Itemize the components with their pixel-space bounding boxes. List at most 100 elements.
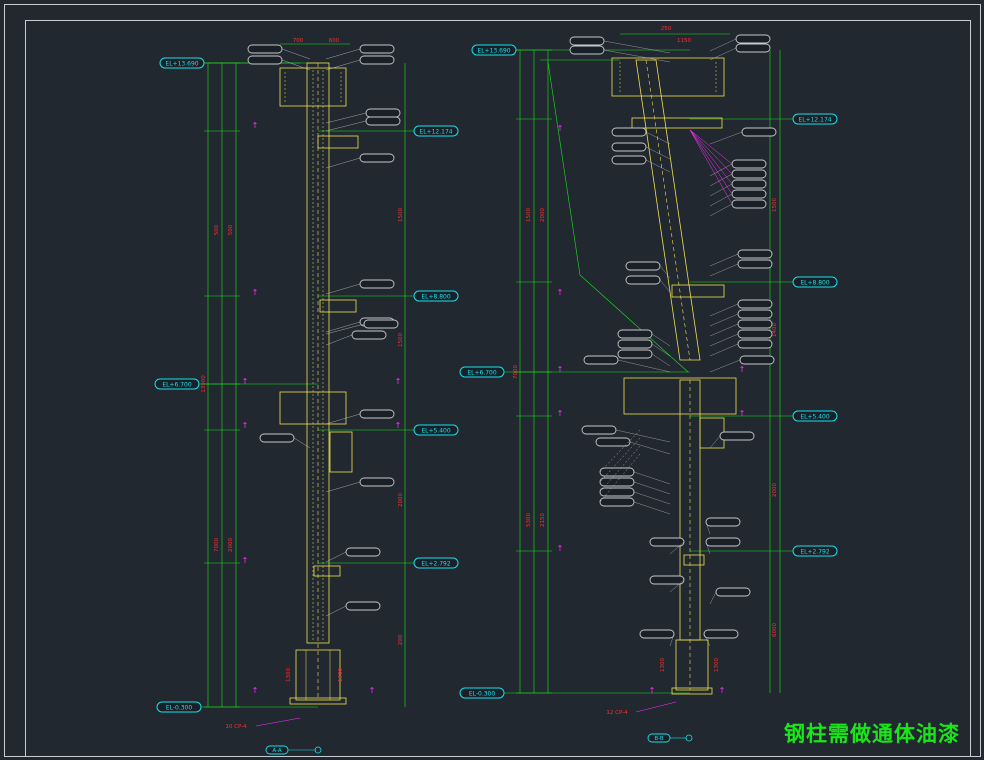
elevation-tag-5-text: EL+2.792 — [421, 560, 451, 567]
r-leader-26 — [651, 353, 671, 367]
leader-11 — [325, 413, 361, 425]
r-part-label-16 — [737, 259, 773, 269]
bracket-2792 — [313, 565, 341, 577]
r-part-label-22 — [739, 355, 775, 365]
r-part-label-27 — [581, 425, 617, 435]
dim-text-1: 600 — [329, 38, 340, 44]
part-label-10 — [259, 433, 295, 443]
r-leader-2 — [709, 38, 737, 52]
r-anchor-leader — [635, 701, 677, 713]
part-label-4 — [365, 108, 401, 118]
dim-text-v8: 200 — [398, 634, 404, 645]
r-leader-20 — [709, 333, 739, 347]
r-leader-16 — [709, 263, 739, 277]
r-section-mark-2: ↑ — [557, 365, 564, 374]
r-leader-24 — [651, 333, 671, 347]
leader-13 — [325, 551, 347, 563]
r-leader-37 — [669, 579, 685, 593]
r-leader-3 — [709, 47, 737, 61]
r-part-label-40 — [703, 629, 739, 639]
r-dim-text-v7: 2000 — [772, 483, 778, 497]
r-magenta-leader-2 — [689, 129, 733, 185]
elevation-tag-3-text: EL+6.700 — [162, 381, 192, 388]
r-part-label-14 — [625, 275, 661, 285]
inclined-centerline — [645, 59, 691, 361]
part-label-1 — [247, 55, 283, 65]
r-leader-22 — [709, 359, 741, 373]
leader-5 — [325, 120, 367, 132]
anchor-callout: 10 CP-4 — [225, 724, 247, 730]
r-dim-text-v10: 1300 — [714, 658, 720, 672]
leader-15 — [325, 323, 365, 335]
mid-bracket-lower — [329, 431, 353, 473]
r-leader-1 — [603, 49, 671, 63]
bracket-2792 — [683, 554, 705, 566]
r-part-label-4 — [611, 127, 647, 137]
dim-text-v9: 1300 — [286, 668, 292, 682]
r-leader-28 — [629, 441, 671, 455]
r-part-label-0 — [569, 36, 605, 46]
r-leader-40 — [703, 633, 711, 647]
r-elevation-tag-0-text: EL+13.690 — [477, 47, 510, 54]
part-label-6 — [359, 153, 395, 163]
r-part-label-29 — [599, 467, 635, 477]
r-leader-33 — [709, 435, 721, 449]
mid-bracket — [279, 391, 347, 425]
r-part-label-38 — [715, 587, 751, 597]
section-tag-aa-text: A-A — [272, 748, 282, 754]
r-section-tag-circle — [685, 734, 693, 742]
r-leader-29 — [633, 471, 671, 485]
r-leader-6 — [645, 159, 671, 173]
r-elevation-tag-3-text: EL+6.700 — [467, 369, 497, 376]
base-plate — [671, 687, 713, 695]
r-elevation-tag-6-text: EL-0.300 — [469, 690, 496, 697]
base-plate — [289, 697, 347, 705]
r-leader-4 — [645, 131, 671, 145]
column-base — [675, 639, 709, 691]
r-leader-0 — [603, 40, 671, 54]
r-dash-leader-3 — [599, 453, 641, 503]
r-part-label-39 — [639, 629, 675, 639]
r-part-label-23 — [583, 355, 619, 365]
elevation-tag-2-text: EL+8.800 — [421, 293, 451, 300]
leader-2 — [325, 48, 361, 60]
bracket-12174 — [631, 117, 723, 129]
r-part-label-18 — [737, 309, 773, 319]
section-mark-5: ↑ — [252, 686, 259, 695]
part-label-5 — [365, 116, 401, 126]
r-leader-10 — [709, 183, 733, 197]
top-bracket — [611, 57, 725, 97]
r-leader-19 — [709, 323, 739, 337]
r-part-label-1 — [569, 45, 605, 55]
r-magenta-leader-1 — [689, 129, 733, 175]
section-mark-8: ↑ — [395, 421, 402, 430]
r-dim-text-v9: 1300 — [660, 658, 666, 672]
r-section-mark-1: ↑ — [557, 288, 564, 297]
anchor-leader — [255, 717, 301, 727]
dim-text-v6: 1500 — [398, 333, 404, 347]
elevation-tag-4-text: EL+5.400 — [421, 427, 451, 434]
r-section-mark-4: ↑ — [557, 544, 564, 553]
left-column-elevation: EL+13.690EL+12.174EL+8.800EL+6.700EL+5.4… — [154, 38, 459, 755]
dim-text-v3: 7000 — [214, 538, 220, 552]
leader-4 — [325, 112, 367, 124]
r-elevation-tag-4-text: EL+5.400 — [800, 413, 830, 420]
r-part-label-30 — [599, 477, 635, 487]
dim-text-v7: 2000 — [398, 493, 404, 507]
r-magenta-leader-0 — [689, 129, 733, 165]
dim-text-v1: 500 — [214, 224, 220, 235]
r-section-mark-0: ↑ — [557, 124, 564, 133]
r-leader-18 — [709, 313, 739, 327]
r-leader-7 — [709, 131, 743, 145]
part-label-9 — [351, 330, 387, 340]
r-dim-text-v5: 1500 — [772, 198, 778, 212]
leader-10 — [293, 437, 311, 449]
r-elevation-tag-2-text: EL+8.800 — [800, 279, 830, 286]
r-leader-36 — [669, 541, 685, 555]
column-base — [295, 649, 341, 701]
top-bracket — [279, 67, 347, 107]
part-label-14 — [345, 601, 381, 611]
leader-8 — [325, 321, 361, 333]
leader-1 — [281, 59, 311, 71]
